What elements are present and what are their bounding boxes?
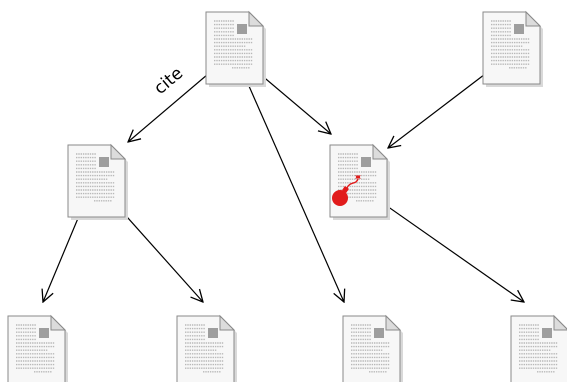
document-bottom-3 xyxy=(342,314,403,382)
document-mid-left xyxy=(67,143,128,220)
folded-corner xyxy=(50,314,67,331)
text-lines xyxy=(16,324,55,373)
folded-corner xyxy=(553,314,567,331)
figure-thumbnail xyxy=(39,328,49,338)
document-icon xyxy=(176,315,235,382)
document-top-right xyxy=(482,10,543,87)
folded-corner xyxy=(525,10,542,27)
figure-thumbnail xyxy=(361,157,371,167)
document-top-center xyxy=(205,10,266,87)
figure-thumbnail xyxy=(99,157,109,167)
text-lines xyxy=(351,324,390,373)
text-lines xyxy=(214,20,253,69)
folded-corner xyxy=(219,314,236,331)
figure-thumbnail xyxy=(208,328,218,338)
document-icon xyxy=(482,11,541,85)
figure-thumbnail xyxy=(542,328,552,338)
folded-corner xyxy=(385,314,402,331)
folded-corner xyxy=(248,10,265,27)
folded-corner xyxy=(110,143,127,160)
figure-thumbnail xyxy=(374,328,384,338)
text-lines xyxy=(76,153,115,202)
text-lines xyxy=(185,324,224,373)
document-icon xyxy=(342,315,401,382)
figure-thumbnail xyxy=(237,24,247,34)
document-bottom-1 xyxy=(7,314,68,382)
text-lines xyxy=(519,324,558,373)
figure-thumbnail xyxy=(514,24,524,34)
nodes-layer xyxy=(7,10,567,382)
folded-corner xyxy=(372,143,389,160)
document-icon xyxy=(205,11,264,85)
cite-edge-label: cite xyxy=(150,63,187,98)
document-mid-right-bomb xyxy=(329,143,390,220)
document-icon xyxy=(7,315,66,382)
document-bottom-4 xyxy=(510,314,567,382)
document-bottom-2 xyxy=(176,314,237,382)
arrow-top-center-to-bottom-3 xyxy=(233,51,344,302)
text-lines xyxy=(491,20,530,69)
bomb-icon xyxy=(332,175,361,206)
document-icon xyxy=(67,144,126,218)
